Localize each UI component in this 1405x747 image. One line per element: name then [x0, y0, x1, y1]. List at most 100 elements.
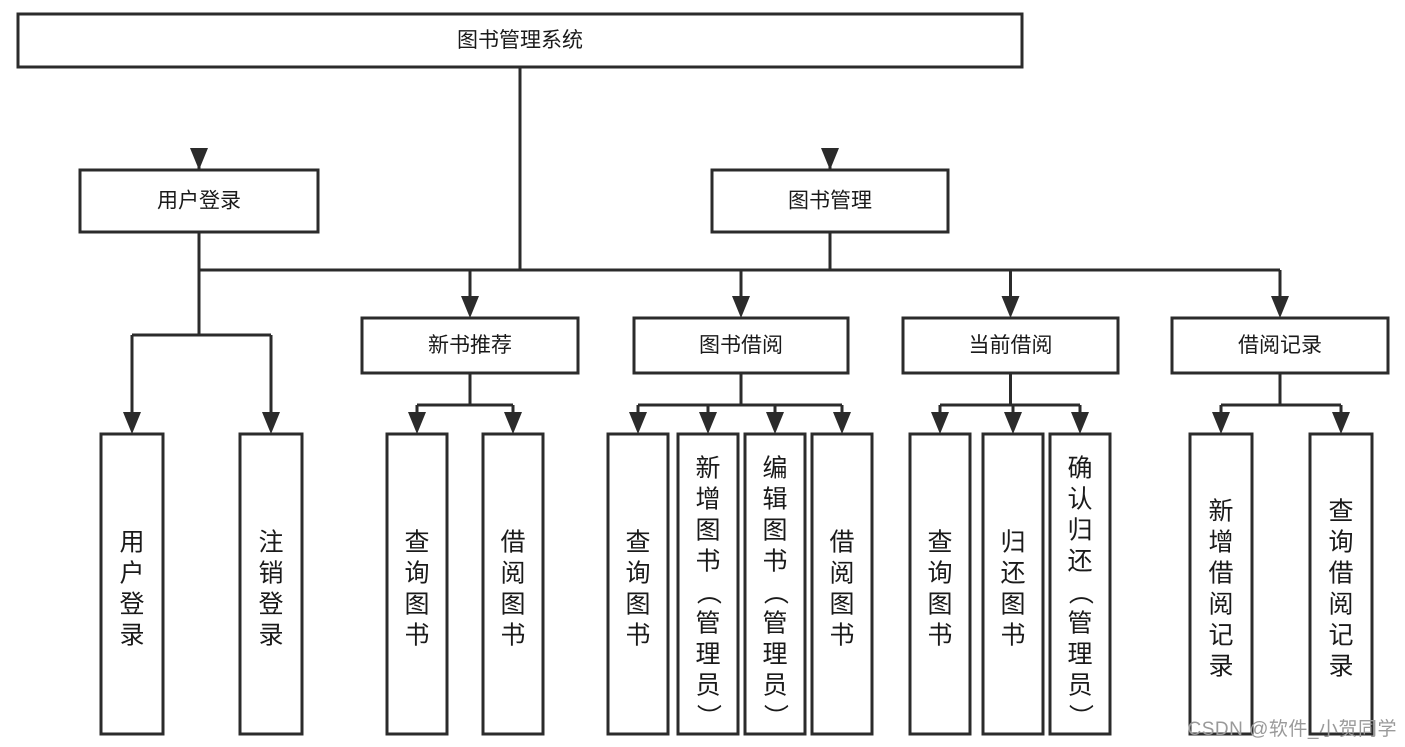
label-char: 图	[625, 590, 650, 618]
label-char: 录	[1208, 652, 1233, 680]
node-rect	[981, 432, 1045, 736]
arrow-head-icon	[123, 412, 141, 434]
level2-node[interactable]: 新书推荐	[360, 316, 580, 375]
label-char: 借	[500, 528, 525, 556]
label-char: 书	[625, 621, 650, 649]
label-char: 图	[695, 516, 720, 544]
label-char: 查	[927, 528, 952, 556]
node-rect	[78, 168, 320, 234]
level2-node[interactable]: 当前借阅	[901, 316, 1120, 375]
label-char: 记	[1208, 621, 1233, 649]
nodes-layer: 图书管理系统用户登录图书管理新书推荐图书借阅当前借阅借阅记录用户登录注销登录查询…	[16, 12, 1390, 736]
node-label: 用户登录	[119, 528, 144, 649]
label-char: 询	[1328, 528, 1353, 556]
label-char: 归	[1067, 516, 1092, 544]
label-char: 图	[1000, 590, 1025, 618]
node-rect	[908, 432, 972, 736]
arrow-head-icon	[190, 148, 208, 170]
node-rect	[1170, 316, 1390, 375]
label-char: （	[761, 580, 789, 605]
level1-node[interactable]: 用户登录	[78, 168, 320, 234]
label-char: 图	[500, 590, 525, 618]
arrow-head-icon	[262, 412, 280, 434]
label-char: 书	[829, 621, 854, 649]
label-char: 询	[927, 559, 952, 587]
label-char: 注	[258, 528, 283, 556]
label-char: 辑	[762, 485, 787, 513]
level2-node[interactable]: 图书借阅	[632, 316, 850, 375]
leaf-node[interactable]: 用户登录	[99, 432, 165, 736]
node-rect	[676, 432, 740, 736]
arrow-head-icon	[1332, 412, 1350, 434]
node-rect	[1048, 432, 1112, 736]
label-char: 还	[1000, 559, 1025, 587]
label-char: 登	[258, 590, 283, 618]
arrow-head-icon	[821, 148, 839, 170]
node-rect	[99, 432, 165, 736]
label-char: 归	[1000, 528, 1025, 556]
label-char: 询	[625, 559, 650, 587]
label-char: ）	[761, 704, 789, 729]
label-char: 阅	[500, 559, 525, 587]
label-char: 员	[1067, 671, 1092, 699]
node-rect	[710, 168, 950, 234]
label-char: 增	[695, 485, 720, 513]
label-char: 书	[695, 547, 720, 575]
label-char: 借	[1328, 559, 1353, 587]
label-char: 增	[1208, 528, 1233, 556]
label-char: 销	[258, 559, 283, 587]
label-char: 新	[1208, 497, 1233, 525]
arrow-head-icon	[732, 296, 750, 318]
level1-node[interactable]: 图书管理	[710, 168, 950, 234]
node-rect	[16, 12, 1024, 69]
label-char: 新	[695, 454, 720, 482]
label-char: 登	[119, 590, 144, 618]
node-rect	[901, 316, 1120, 375]
label-char: 查	[404, 528, 429, 556]
node-label: 借阅记录	[1238, 334, 1322, 357]
node-rect	[810, 432, 874, 736]
label-char: 记	[1328, 621, 1353, 649]
label-char: 图	[404, 590, 429, 618]
label-char: 录	[258, 621, 283, 649]
arrow-head-icon	[1001, 296, 1020, 318]
root-node-book-management-system[interactable]: 图书管理系统	[16, 12, 1024, 69]
label-char: 确	[1067, 454, 1092, 482]
label-char: 用	[119, 528, 144, 556]
node-rect	[1308, 432, 1374, 736]
arrow-head-icon	[1004, 412, 1022, 434]
label-char: 管	[695, 609, 720, 637]
label-char: （	[1066, 580, 1094, 605]
label-char: 图	[829, 590, 854, 618]
arrow-head-icon	[766, 412, 784, 434]
level2-node[interactable]: 借阅记录	[1170, 316, 1390, 375]
arrow-head-icon	[504, 412, 522, 434]
arrow-head-icon	[699, 412, 717, 434]
label-char: 书	[762, 547, 787, 575]
label-char: （	[694, 580, 722, 605]
label-char: 户	[119, 559, 144, 587]
node-rect	[1188, 432, 1254, 736]
connectors-layer	[123, 67, 1350, 434]
